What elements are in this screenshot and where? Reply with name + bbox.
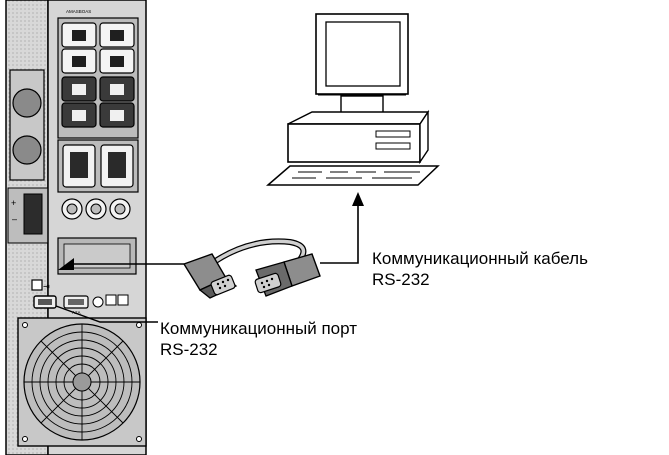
port-label-line1: Коммуникационный порт [160, 319, 358, 338]
cable-label-line2: RS-232 [372, 270, 430, 289]
circuit-breakers [61, 198, 131, 220]
system-unit [287, 109, 430, 165]
cable-callout-leader [320, 192, 364, 264]
cooling-fan [17, 317, 147, 447]
port-connection-arrow [58, 258, 184, 270]
usb-port [31, 279, 43, 291]
computer [265, 13, 440, 186]
cable-connector-right [254, 253, 321, 297]
svg-text:–: – [12, 214, 17, 224]
port-label-line2: RS-232 [160, 340, 218, 359]
cable-label: Коммуникационный кабель RS-232 [372, 248, 588, 290]
svg-text:+: + [11, 198, 16, 208]
svg-text:A2A: A2A [72, 310, 81, 315]
ups-rear-panel: + – AMASBOAS [5, 0, 147, 455]
battery-connector [23, 193, 43, 235]
cable-label-line1: Коммуникационный кабель [372, 249, 588, 268]
cable-connector-left [182, 253, 238, 299]
knockout-hole-bottom [12, 135, 42, 165]
monitor [315, 13, 409, 115]
network-port-2 [117, 294, 129, 306]
port-label: Коммуникационный порт RS-232 [160, 318, 357, 360]
round-connector [92, 296, 104, 308]
power-outlets [61, 22, 135, 128]
svg-text:⇥: ⇥ [43, 282, 50, 291]
rs232-cable [182, 238, 321, 299]
network-port [105, 294, 117, 306]
keyboard [265, 165, 440, 186]
svg-text:AMASBOAS: AMASBOAS [66, 9, 91, 14]
knockout-hole-top [12, 88, 42, 118]
port-callout-leader [55, 305, 158, 323]
